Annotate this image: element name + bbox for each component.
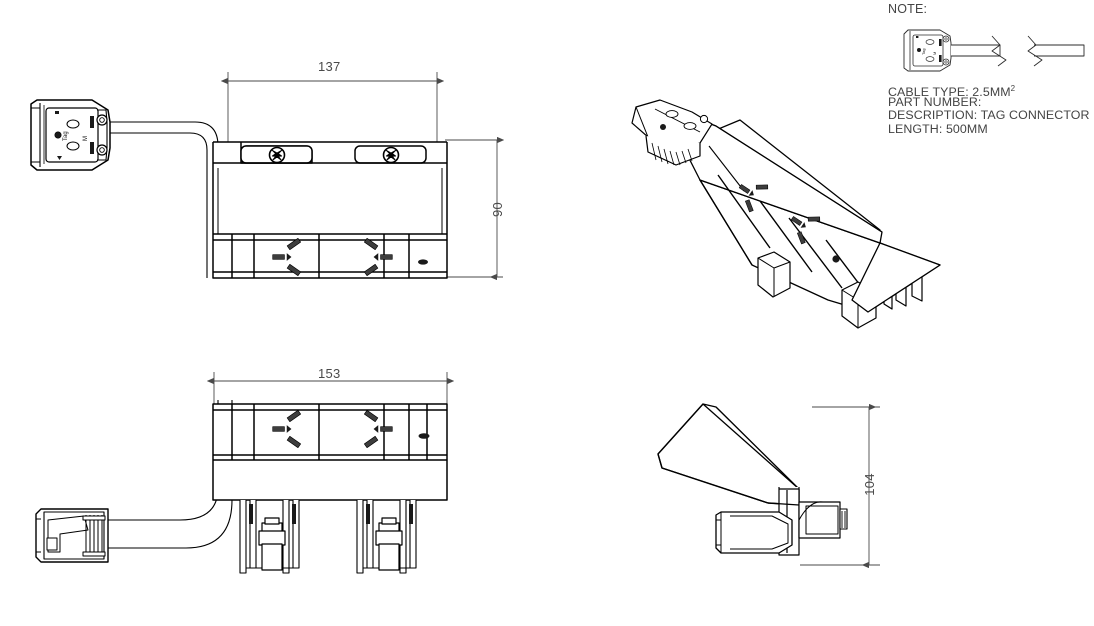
screw-right xyxy=(382,146,400,164)
plan-view xyxy=(35,400,448,574)
note-line-length: LENGTH: 500MM xyxy=(888,121,988,136)
dimension-label-153: 153 xyxy=(318,366,341,381)
tag-connector-cable-thumbnail: Tag M xyxy=(888,18,1092,80)
note-text-lines: CABLE TYPE: 2.5MM2 PART NUMBER: DESCRIPT… xyxy=(888,82,1092,136)
tag-connector-front: Tag M xyxy=(30,99,111,171)
note-line-description: DESCRIPTION: TAG CONNECTOR xyxy=(888,108,1090,123)
indicator-led-front xyxy=(418,259,428,265)
svg-text:Tag: Tag xyxy=(63,131,69,141)
svg-text:M: M xyxy=(83,136,89,141)
dimension-90 xyxy=(445,136,505,281)
tag-connector-side xyxy=(715,511,793,554)
rj45-connector-plan xyxy=(35,508,109,563)
isometric-view xyxy=(631,99,941,329)
note-line-cable-type: CABLE TYPE: 2.5MM2 xyxy=(888,84,1016,100)
note-superscript: 2 xyxy=(1010,84,1016,93)
dimension-137 xyxy=(220,72,445,150)
tag-connector-iso xyxy=(631,99,713,166)
svg-text:M: M xyxy=(932,52,937,55)
front-elevation-view: Tag M xyxy=(30,99,448,279)
dimension-label-137: 137 xyxy=(318,59,341,74)
housing-plan xyxy=(212,403,448,501)
connector-cable-front xyxy=(110,121,219,278)
note-block: NOTE: xyxy=(888,2,1092,136)
note-line-part-number: PART NUMBER: xyxy=(888,94,982,109)
note-title: NOTE: xyxy=(888,2,928,16)
dimension-153 xyxy=(206,372,455,404)
dimension-label-104: 104 xyxy=(861,473,877,496)
side-connector-block xyxy=(798,501,848,539)
side-elevation-view xyxy=(657,403,848,556)
indicator-led-iso xyxy=(832,255,840,263)
dimension-104 xyxy=(800,403,880,569)
screw-left xyxy=(268,146,286,164)
mounting-clips-plan xyxy=(239,500,417,574)
svg-text:Tag: Tag xyxy=(921,49,926,55)
indicator-led-plan xyxy=(418,433,430,439)
dimension-label-90: 90 xyxy=(490,201,506,218)
housing-front xyxy=(212,141,448,279)
